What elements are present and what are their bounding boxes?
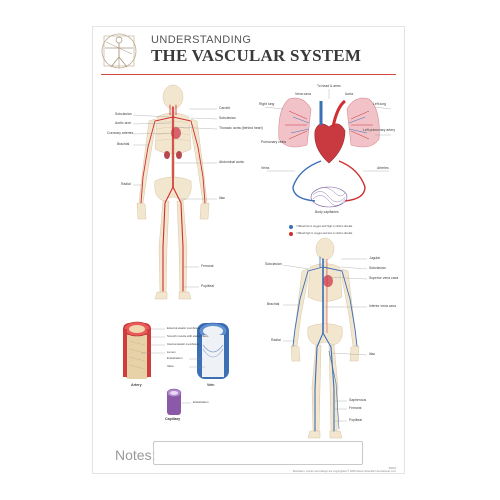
label-veins: Veins [261, 166, 270, 170]
heart-icon [314, 123, 346, 164]
label-aorta: Aorta [345, 92, 354, 96]
label-lumen: Lumen [167, 350, 176, 354]
artery-cross-section [123, 321, 151, 379]
legend-vein-swatch [289, 225, 293, 229]
label-arteries: Arteries [377, 166, 389, 170]
product-code: 90016 [388, 467, 396, 470]
legend-artery-swatch [289, 232, 293, 236]
label-abdominal-aorta: Abdominal aorta [219, 160, 244, 164]
label-vena-cava: Vena cava [295, 92, 311, 96]
arterial-figure: Subclavian Aortic arch Coronary arteries… [93, 77, 263, 309]
notes-label: Notes: [115, 447, 156, 463]
label-pulmonary-artery: Left pulmonary artery [363, 128, 396, 132]
circulation-diagram: To head & arms Right lung Left lung Left… [259, 79, 399, 229]
label-brachial: Brachial [117, 142, 130, 146]
label-external-membrane: External elastic membrane [167, 326, 201, 330]
caption-artery: Artery [131, 383, 142, 387]
label-smooth-muscle: Smooth muscle with elastic fibers [167, 334, 209, 338]
footer-credits: 90016 Illustration, content and design a… [293, 467, 396, 474]
page-title: THE VASCULAR SYSTEM [151, 46, 362, 65]
vessel-cross-sections: External elastic membrane Smooth muscle … [121, 309, 249, 427]
label-endothelium: Endothelium [167, 356, 183, 360]
label-radial-v: Radial [271, 338, 281, 342]
vessel-layers-illustration [123, 321, 229, 415]
label-jugular: Jugular [369, 256, 381, 260]
label-to-head: To head & arms [317, 84, 341, 88]
legend-vein-text: = Blood low in oxygen and high in carbon… [296, 225, 353, 228]
label-subclavian-left: Subclavian [219, 116, 236, 120]
label-superior-vena-cava: Superior vena cava [369, 276, 399, 280]
label-iliac: Iliac [219, 196, 226, 200]
label-aortic-arch: Aortic arch [115, 121, 132, 125]
label-capillaries: Body capillaries [315, 210, 339, 214]
label-femoral: Femoral [201, 264, 214, 268]
label-pulmonary-veins: Pulmonary veins [261, 140, 287, 144]
label-saphenous: Saphenous [349, 398, 367, 402]
label-valve: Valve [167, 364, 174, 368]
heart-lungs-circulation-illustration [264, 89, 392, 208]
capillary-cross-section [166, 388, 182, 415]
copyright-text: Illustration, content and design are cop… [292, 470, 396, 474]
label-left-lung: Left lung [373, 102, 387, 106]
label-iliac-v: Iliac [369, 352, 376, 356]
label-femoral-v: Femoral [349, 406, 362, 410]
label-inferior-vena-cava: Inferior vena cava [369, 304, 396, 308]
poster: UNDERSTANDING THE VASCULAR SYSTEM [92, 26, 405, 474]
label-thoracic-aorta: Thoracic aorta (behind heart) [219, 126, 263, 130]
arterial-skeleton-illustration [132, 84, 218, 300]
venous-skeleton-illustration [282, 237, 368, 439]
label-radial: Radial [121, 182, 131, 186]
header: UNDERSTANDING THE VASCULAR SYSTEM [93, 27, 404, 71]
vein-cross-section [197, 322, 229, 379]
notes-field[interactable] [153, 441, 363, 465]
label-popliteal: Popliteal [201, 284, 215, 288]
label-carotid: Carotid [219, 106, 230, 110]
header-divider [101, 74, 396, 75]
vitruvian-logo-icon [101, 33, 137, 69]
label-endothelium-2: Endothelium [193, 400, 209, 404]
label-popliteal-v: Popliteal [349, 418, 363, 422]
label-right-lung: Right lung [259, 102, 275, 106]
legend-artery-text: = Blood high in oxygen and low in carbon… [296, 232, 353, 235]
label-subclavian-right: Subclavian [115, 112, 132, 116]
label-coronary: Coronary arteries [107, 131, 134, 135]
label-subclavian-right-v: Subclavian [369, 266, 386, 270]
label-internal-membrane: Internal elastic membrane [167, 342, 200, 346]
caption-capillary: Capillary [165, 417, 181, 421]
label-brachial-v: Brachial [267, 302, 280, 306]
label-subclavian: Subclavian [265, 262, 282, 266]
venous-figure: Subclavian Jugular Subclavian Superior v… [243, 233, 406, 447]
caption-vein: Vein [207, 383, 215, 387]
header-kicker: UNDERSTANDING [151, 34, 252, 46]
